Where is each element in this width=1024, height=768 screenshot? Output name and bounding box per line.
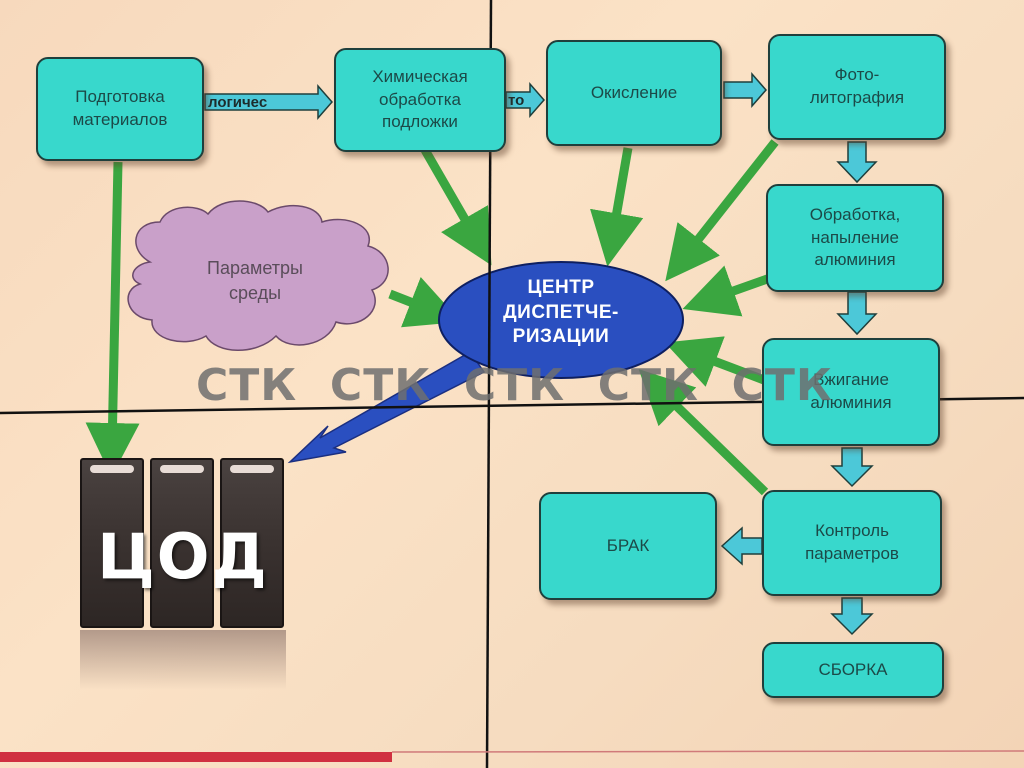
node-environment-params[interactable]: Параметры среды bbox=[207, 258, 303, 304]
data-arrows bbox=[85, 139, 779, 496]
node-parameter-control[interactable]: Контроль параметров bbox=[762, 490, 942, 596]
arrow-photo-to-center bbox=[665, 139, 779, 282]
env-cloud-shape bbox=[127, 200, 389, 351]
flow-control-to-defect bbox=[720, 526, 763, 566]
server-rack-1 bbox=[80, 458, 144, 628]
arrow-label-prep-chem: логичес bbox=[208, 94, 268, 111]
arrow-control-to-center bbox=[638, 369, 769, 496]
arrow-aluburn-to-center bbox=[664, 336, 766, 387]
node-defect[interactable]: БРАК bbox=[539, 492, 717, 600]
accent-bar bbox=[0, 752, 392, 762]
node-chemical-treatment[interactable]: Химическая обработка подложки bbox=[334, 48, 506, 152]
node-aluminum-burn-in[interactable]: Вжигание алюминия bbox=[762, 338, 940, 446]
flow-photo-to-aludep bbox=[836, 141, 878, 184]
flow-aluburn-to-control bbox=[830, 447, 874, 488]
node-oxidation[interactable]: Окисление bbox=[546, 40, 722, 146]
arrow-oxid-to-center bbox=[590, 147, 644, 267]
node-photolithography[interactable]: Фото- литография bbox=[768, 34, 946, 140]
node-assembly[interactable]: СБОРКА bbox=[762, 642, 944, 698]
dispatch-center-shape bbox=[438, 261, 684, 379]
node-data-center[interactable]: ЦОД bbox=[80, 458, 286, 628]
flow-chem-to-oxid bbox=[505, 82, 545, 118]
arrow-aludep-to-center bbox=[682, 265, 772, 317]
accent-line bbox=[391, 750, 1024, 753]
node-dispatch-center[interactable]: ЦЕНТР ДИСПЕТЧЕ- РИЗАЦИИ bbox=[503, 277, 619, 348]
server-rack-3 bbox=[220, 458, 284, 628]
flow-arrows bbox=[204, 72, 878, 636]
data-center-label: ЦОД bbox=[97, 520, 269, 593]
node-material-prep[interactable]: Подготовка материалов bbox=[36, 57, 204, 161]
arrow-env-to-center bbox=[388, 277, 462, 328]
arrow-prep-to-dc bbox=[85, 161, 140, 477]
data-center-reflection bbox=[80, 630, 286, 690]
arrow-label-chem-oxid: то bbox=[508, 92, 525, 109]
arrow-chem-to-center bbox=[421, 147, 492, 266]
server-rack-2 bbox=[150, 458, 214, 628]
flow-oxid-to-photo bbox=[723, 72, 767, 108]
flow-prep-to-chem bbox=[204, 84, 333, 120]
flow-aludep-to-aluburn bbox=[836, 291, 878, 336]
node-aluminum-deposition[interactable]: Обработка, напыление алюминия bbox=[766, 184, 944, 292]
flow-control-to-assembly bbox=[830, 597, 874, 636]
